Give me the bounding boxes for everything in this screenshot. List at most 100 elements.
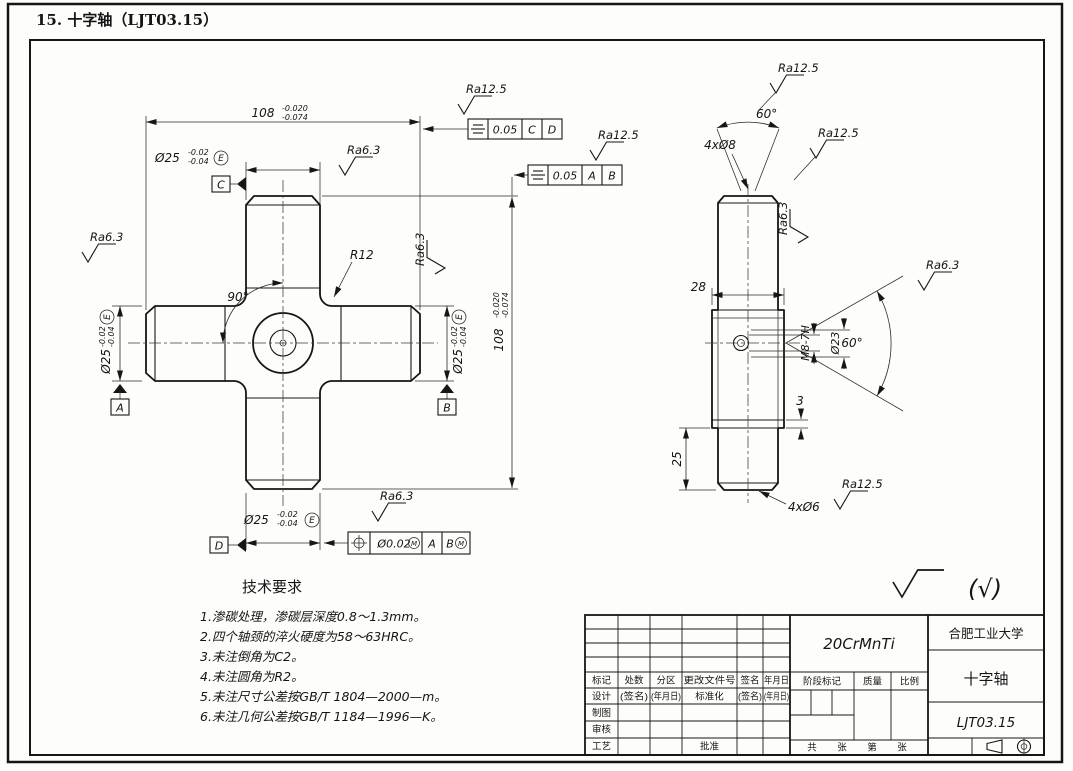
svg-text:B: B [443,402,451,415]
scale-label: 比例 [900,676,919,688]
envelope-symbol: E [309,516,315,526]
part-name: 十字轴 [963,671,1008,688]
roughness-icon: Ra12.5 [589,128,639,161]
page-title: 15. 十字轴（LJT03.15） [36,11,218,29]
date-placeholder: (年月日) [651,691,681,703]
angle-90-label: 90° [227,290,248,304]
sheet-label: 张 [897,743,907,754]
symmetry-icon [531,170,545,180]
mass-label: 质量 [863,676,883,688]
svg-text:Ø25: Ø25 [243,513,269,527]
roughness-icon: Ra6.3 [338,143,380,176]
date-placeholder: (年月日) [764,691,789,703]
row-draft: 制图 [592,707,611,719]
front-view-dimensions: 108 -0.020 -0.074 108 -0.020 -0.074 Ø25 … [81,82,639,555]
symmetry-icon [471,124,485,134]
svg-text:Ra6.3: Ra6.3 [380,489,413,503]
tech-req-item: 1.渗碳处理，渗碳层深度0.8～1.3mm。 [200,609,426,624]
dim-dia23: Ø23 [829,332,842,356]
svg-text:-0.02: -0.02 [450,326,459,347]
company-name: 合肥工业大学 [948,626,1023,641]
svg-text:-0.02: -0.02 [277,510,298,519]
dim-dia25-bottom: Ø25 -0.02 -0.04 E [243,510,320,528]
svg-text:A: A [587,170,596,183]
dim-3: 3 [796,394,804,408]
material-modifier-icon: M [411,540,417,548]
roughness-icon: Ra6.3 [776,202,809,244]
roughness-icon: Ra6.3 [81,230,123,263]
first-angle-projection-icon [986,737,1032,756]
svg-text:Ra6.3: Ra6.3 [347,143,380,157]
svg-text:D: D [215,540,223,553]
sheet-label: 张 [837,743,847,754]
envelope-symbol: E [103,314,113,320]
tech-req-item: 5.未注尺寸公差按GB/T 1804—2000—m。 [200,689,447,704]
material-label: 20CrMnTi [823,635,895,653]
roughness-icon: Ra12.5 [809,126,859,159]
svg-text:C: C [217,179,225,192]
svg-text:Ra6.3: Ra6.3 [776,202,790,235]
svg-text:Ra12.5: Ra12.5 [466,82,507,96]
datum-b: B [437,384,457,416]
drawing-number: LJT03.15 [957,715,1015,731]
svg-text:Ra12.5: Ra12.5 [598,128,639,142]
stage-mark-label: 阶段标记 [803,676,842,688]
angle-60-top: 60° [756,107,777,121]
svg-text:0.05: 0.05 [553,170,578,183]
rev-col-count: 处数 [624,675,644,687]
roughness-icon: Ra12.5 [833,477,883,510]
dim-108-right: 108 -0.020 -0.074 [492,292,510,351]
svg-text:Ø25: Ø25 [451,349,465,375]
svg-text:Ra6.3: Ra6.3 [413,233,427,266]
svg-text:Ra12.5: Ra12.5 [818,126,859,140]
datum-d: D [209,536,246,554]
sheet-total-label: 共 [807,743,817,754]
svg-text:Ra12.5: Ra12.5 [778,61,819,75]
envelope-symbol: E [455,314,465,320]
svg-text:A: A [115,402,124,415]
dim-108-top-tol-upper: -0.020 [282,104,308,113]
sheet-border [6,2,1064,764]
dim-25: 25 [670,451,684,466]
svg-text:Ø0.02: Ø0.02 [376,538,410,551]
dim-108-top: 108 [252,106,275,120]
roughness-icon: Ra6.3 [413,233,446,275]
sheet-no-label: 第 [867,742,877,754]
tech-req-item: 6.未注几何公差按GB/T 1184—1996—K。 [200,709,443,724]
svg-text:C: C [528,124,536,137]
svg-text:25: 25 [670,451,684,466]
svg-text:-0.04: -0.04 [459,326,468,347]
roughness-icon: Ra6.3 [917,258,959,291]
roughness-icon: Ra12.5 [769,61,819,94]
tech-req-item: 3.未注倒角为C2。 [200,649,304,664]
tech-req-item: 2.四个轴颈的淬火硬度为58～63HRC。 [200,629,421,644]
material-modifier-icon: M [458,540,464,548]
sign-placeholder: (签名) [620,691,648,703]
svg-text:-0.02: -0.02 [188,148,209,157]
svg-text:B: B [608,170,616,183]
holes-bottom-label: 4xØ6 [788,500,820,514]
svg-text:Ø25: Ø25 [154,151,180,165]
sign-placeholder: (签名) [738,691,762,703]
side-view-dimensions: 28 4xØ8 60° 60° 3 4xØ6 M8-7H Ø23 25 Ra12… [670,61,959,514]
general-roughness-note: (√) [892,569,1002,603]
dim-28: 28 [691,280,707,294]
tolerance-frame-symmetry-cd: 0.05 C D [467,118,563,140]
title-block: 标记 处数 分区 更改文件号 签名 年月日 设计 (签名) (年月日) 标准化 … [584,614,1045,756]
svg-text:-0.04: -0.04 [188,157,209,166]
other-surfaces-note: (√) [968,575,1002,603]
tolerance-frame-symmetry-ab: 0.05 A B [527,164,623,186]
svg-text:M8-7H: M8-7H [799,325,812,361]
rev-col-sign: 签名 [740,675,759,687]
tech-req-heading: 技术要求 [242,579,302,596]
technical-requirements: 技术要求 1.渗碳处理，渗碳层深度0.8～1.3mm。 2.四个轴颈的淬火硬度为… [200,579,447,724]
svg-text:Ra6.3: Ra6.3 [926,258,959,272]
svg-text:0.05: 0.05 [493,124,518,137]
position-icon [351,535,367,551]
rev-col-doc-no: 更改文件号 [684,675,736,687]
approve-label: 批准 [700,741,720,753]
tech-req-item: 4.未注圆角为R2。 [200,669,304,684]
svg-text:108: 108 [492,328,506,351]
